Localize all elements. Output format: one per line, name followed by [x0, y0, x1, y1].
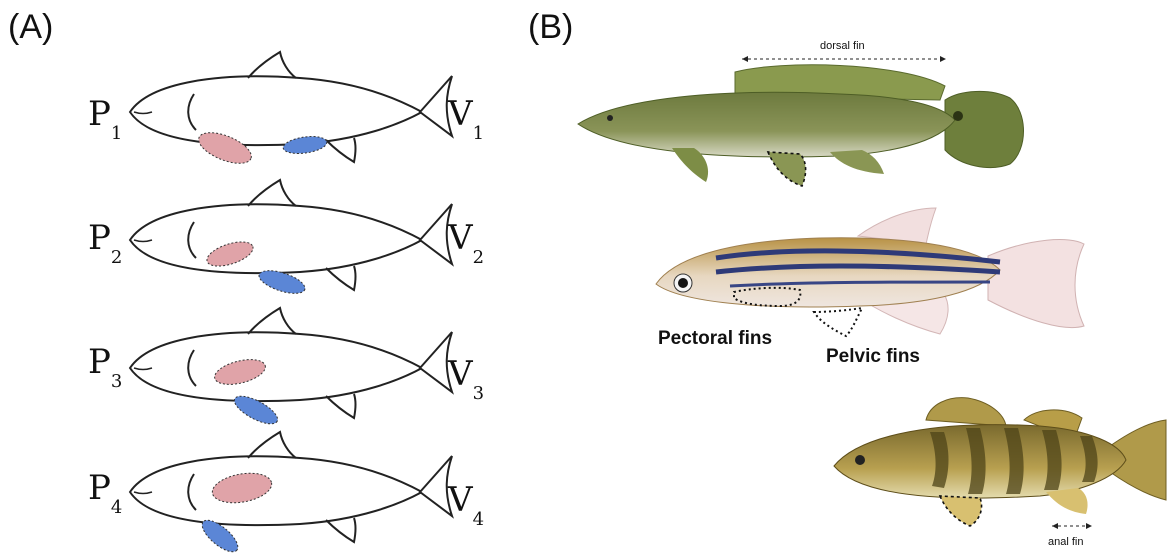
dorsal-fin-label: dorsal fin [820, 40, 865, 52]
perch-fish [834, 398, 1166, 526]
bowfin-pelvic-fin-outline [768, 152, 806, 186]
pelvic-fins-label: Pelvic fins [826, 346, 920, 368]
zebrafish-pelvic-fin-outline [814, 308, 862, 336]
anal-fin-label: anal fin [1048, 536, 1083, 548]
perch-pelvic-fin-outline [940, 496, 982, 526]
zebrafish [656, 208, 1084, 336]
bowfin-fish [578, 65, 1024, 186]
pectoral-fins-label: Pectoral fins [658, 328, 772, 350]
